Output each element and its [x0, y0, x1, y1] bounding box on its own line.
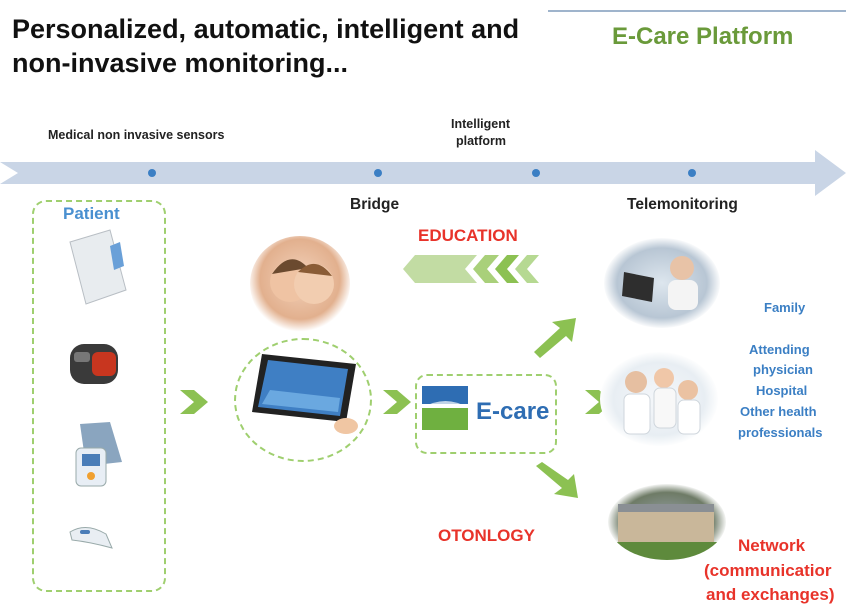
- bridge-tablet-circle: [234, 338, 372, 462]
- sensor-blood-pressure-image: [75, 422, 122, 487]
- sensor-thermometer-image: [69, 527, 113, 549]
- label-bridge: Bridge: [350, 196, 400, 213]
- timeline-dot: [148, 169, 156, 177]
- elderly-laptop-photo-image: [604, 238, 720, 328]
- medical-team-photo-image: [600, 352, 718, 446]
- education-label: EDUCATION: [418, 226, 518, 245]
- otonlogy-label: OTONLOGY: [438, 526, 535, 545]
- recipient-family: Family: [764, 300, 806, 315]
- network-line-2: (communicatior: [704, 561, 832, 580]
- green-arrow-up-icon: [534, 318, 576, 358]
- sensor-scale-image: [69, 229, 127, 305]
- network-line-1: Network: [738, 536, 806, 555]
- timeline-dot: [374, 169, 382, 177]
- recipient-other-1: Other health: [740, 404, 817, 419]
- label-intelligent-2: platform: [456, 134, 506, 148]
- ecare-box: [415, 374, 557, 454]
- family-photo-image: [250, 236, 350, 332]
- green-arrow-icon: [383, 390, 411, 414]
- ecare-logo-icon: [422, 386, 468, 430]
- patient-label: Patient: [63, 204, 120, 223]
- patient-panel: [32, 200, 166, 592]
- recipient-other-2: professionals: [738, 425, 823, 440]
- page-title: Personalized, automatic, intelligent and…: [12, 14, 520, 78]
- network-line-3: and exchanges): [706, 585, 835, 604]
- ecare-logo-text: E-care: [476, 398, 550, 425]
- timeline-dot: [532, 169, 540, 177]
- education-arrows: [403, 255, 539, 283]
- hospital-building-photo-image: [608, 484, 726, 560]
- timeline-dot: [688, 169, 696, 177]
- recipient-attending-1: Attending: [749, 342, 810, 357]
- tablet-image: [252, 354, 358, 434]
- timeline-arrow: [0, 150, 846, 196]
- sensor-oximeter-image: [70, 344, 118, 384]
- green-arrow-down-icon: [536, 462, 578, 498]
- label-intelligent-1: Intelligent: [451, 117, 511, 131]
- label-telemonitoring: Telemonitoring: [627, 196, 738, 213]
- recipient-attending-2: physician: [753, 362, 813, 377]
- recipient-hospital: Hospital: [756, 383, 808, 398]
- green-arrow-icon: [180, 390, 208, 414]
- label-sensors: Medical non invasive sensors: [48, 128, 225, 142]
- header-divider: [548, 10, 846, 12]
- platform-name: E-Care Platform: [612, 23, 794, 50]
